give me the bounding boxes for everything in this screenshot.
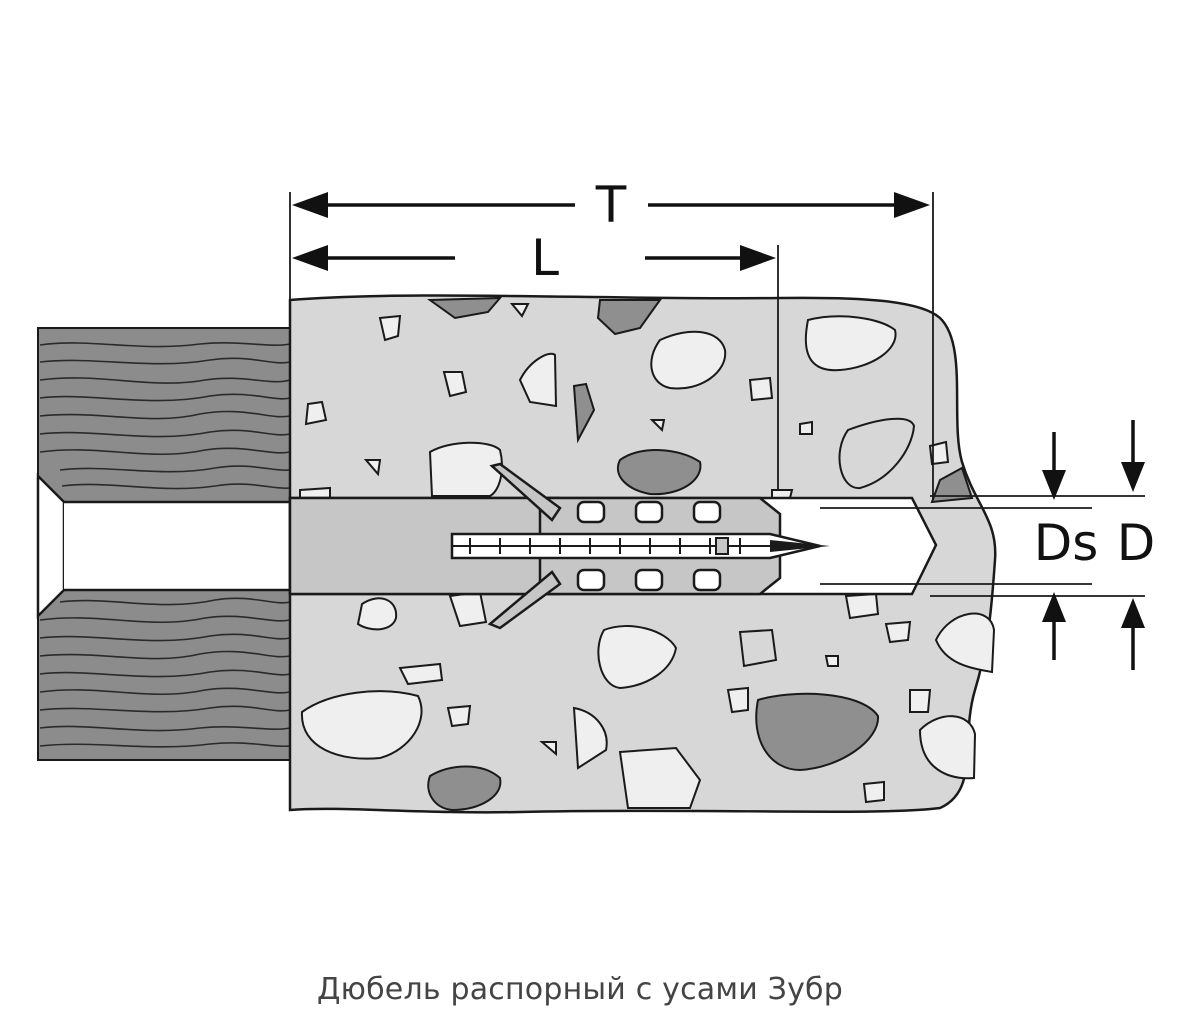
screw-threads	[452, 538, 800, 554]
label-screw-diameter: Ds	[1034, 514, 1099, 572]
dimension-lines	[289, 192, 1145, 597]
label-hole-diameter: D	[1117, 514, 1156, 572]
wood-board	[36, 327, 291, 761]
label-total-length: T	[595, 176, 627, 234]
dowel-anchor	[288, 462, 830, 630]
label-anchor-length: L	[531, 229, 559, 287]
screw-tip	[770, 540, 830, 552]
screw-head	[36, 472, 66, 620]
aggregate	[299, 296, 996, 812]
diagram-caption: Дюбель распорный с усами Зубр	[317, 972, 843, 1007]
wood-grain	[39, 342, 291, 748]
screw-shank-in-wood	[64, 502, 290, 590]
dowel-slots	[576, 500, 722, 592]
dimension-arrows	[292, 192, 1145, 670]
dowel-whiskers	[487, 462, 562, 630]
